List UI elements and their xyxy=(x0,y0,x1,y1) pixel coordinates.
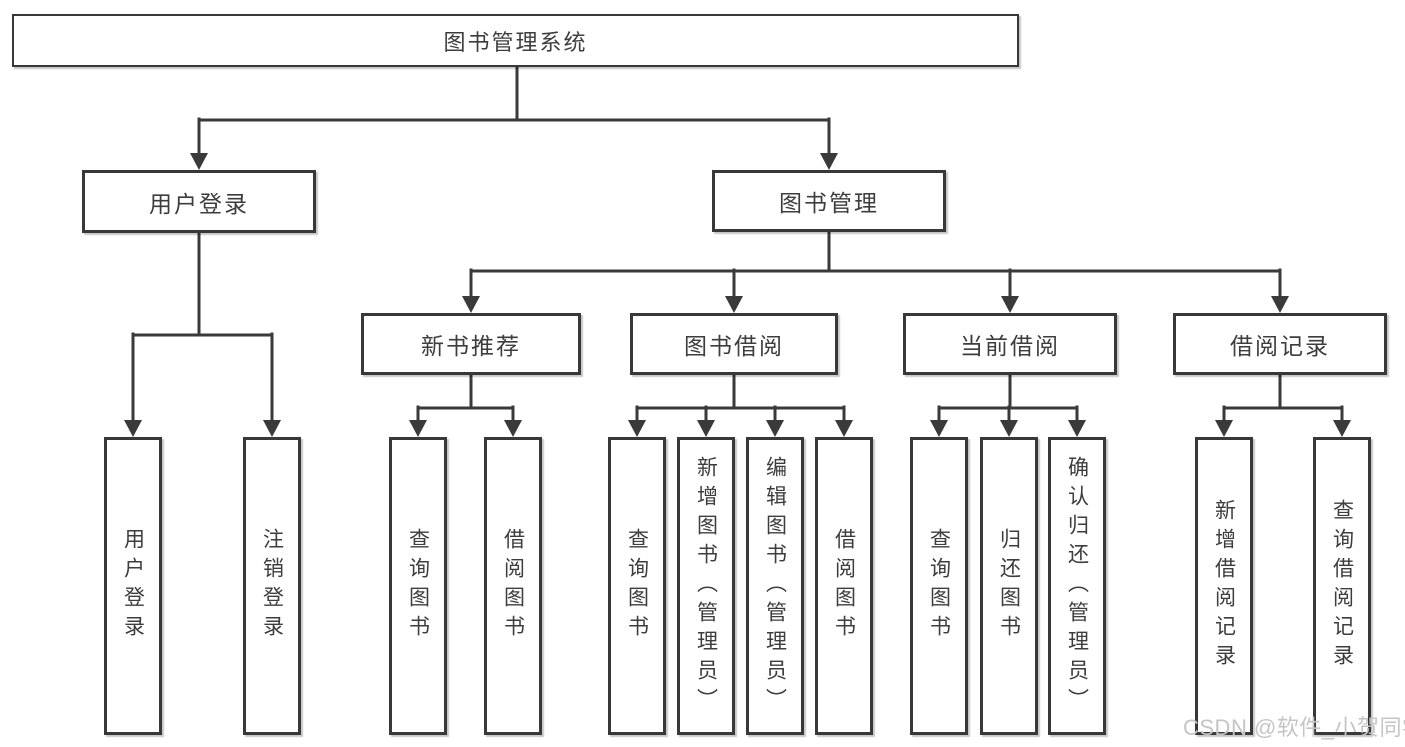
node-new-book-recommendation: 新书推荐 xyxy=(361,313,581,375)
node-borrowing-records: 借阅记录 xyxy=(1173,313,1387,375)
leaf-borrow-books-recommend: 借阅图书 xyxy=(484,437,542,735)
leaf-label: 注销登录 xyxy=(260,528,284,644)
leaf-label: 新增借阅记录 xyxy=(1212,499,1236,673)
leaf-label: 归还图书 xyxy=(997,528,1021,644)
leaf-label: 确认归还（管理员） xyxy=(1065,455,1089,717)
leaf-return-book: 归还图书 xyxy=(980,437,1038,735)
leaf-query-books-current: 查询图书 xyxy=(910,437,968,735)
csdn-watermark: CSDN @软件_小贺同学 xyxy=(1183,715,1405,740)
leaf-label: 查询借阅记录 xyxy=(1330,499,1354,673)
node-user-login: 用户登录 xyxy=(82,170,316,233)
leaf-query-books-borrow: 查询图书 xyxy=(608,437,666,735)
leaf-label: 查询图书 xyxy=(927,528,951,644)
leaf-label: 查询图书 xyxy=(625,528,649,644)
node-book-borrowing: 图书借阅 xyxy=(630,313,838,375)
node-current-borrowing: 当前借阅 xyxy=(903,313,1117,375)
leaf-user-login: 用户登录 xyxy=(104,437,162,735)
leaf-label: 借阅图书 xyxy=(501,528,525,644)
leaf-confirm-return-admin: 确认归还（管理员） xyxy=(1048,437,1106,735)
leaf-edit-book-admin: 编辑图书（管理员） xyxy=(746,437,804,735)
leaf-label: 借阅图书 xyxy=(832,528,856,644)
node-book-management: 图书管理 xyxy=(712,170,946,232)
leaf-logout: 注销登录 xyxy=(243,437,301,735)
leaf-query-books-recommend: 查询图书 xyxy=(389,437,447,735)
leaf-query-borrow-record: 查询借阅记录 xyxy=(1313,437,1371,735)
node-library-management-system: 图书管理系统 xyxy=(12,14,1019,67)
leaf-add-borrow-record: 新增借阅记录 xyxy=(1195,437,1253,735)
leaf-label: 新增图书（管理员） xyxy=(694,455,718,717)
leaf-borrow-books: 借阅图书 xyxy=(815,437,873,735)
leaf-label: 查询图书 xyxy=(406,528,430,644)
leaf-add-book-admin: 新增图书（管理员） xyxy=(677,437,735,735)
leaf-label: 编辑图书（管理员） xyxy=(763,455,787,717)
leaf-label: 用户登录 xyxy=(121,528,145,644)
